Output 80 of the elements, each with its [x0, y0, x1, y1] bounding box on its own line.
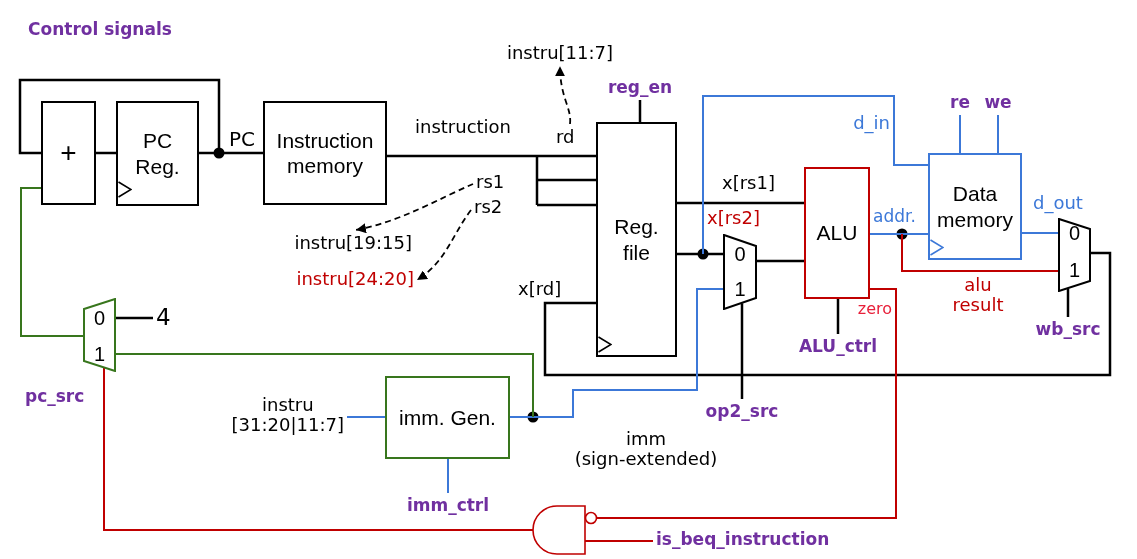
wire	[757, 259, 804, 263]
control-signal-label: pc_src	[25, 387, 85, 407]
dashed-arrow	[555, 65, 572, 125]
wire-label: x[rd]	[518, 279, 562, 300]
wire	[116, 316, 153, 320]
control-signal-label: we	[984, 93, 1012, 113]
wire	[346, 416, 386, 418]
wire	[447, 458, 449, 494]
wire	[702, 95, 929, 255]
multiplexer	[1058, 218, 1091, 292]
multiplexer	[723, 234, 757, 310]
control-signal-label: op2_src	[705, 402, 779, 422]
block-label: +	[60, 136, 77, 170]
constant-label: 4	[156, 305, 171, 331]
wire	[1021, 232, 1059, 234]
port-label: rs1	[476, 172, 505, 193]
input-number: 1	[1068, 259, 1081, 281]
wire	[901, 233, 1059, 272]
wire	[836, 299, 840, 334]
control-signal-label: re	[950, 93, 970, 113]
wire	[20, 187, 84, 337]
input-number: 0	[93, 307, 106, 329]
wire-label: x[rs2]	[707, 208, 760, 229]
adder-box	[41, 101, 96, 205]
memory-box	[928, 153, 1022, 260]
wire-label: x[rs1]	[722, 173, 775, 194]
heading: Control signals	[28, 20, 172, 40]
port-label: rs2	[474, 197, 503, 218]
wire	[901, 233, 929, 235]
wire-label: d_in	[853, 113, 890, 134]
wire	[997, 114, 999, 154]
wire-label: instruction	[415, 117, 512, 138]
input-number: 0	[734, 243, 746, 265]
bit-field-label: instru[19:15]	[294, 233, 412, 254]
wire-label: zero	[857, 300, 892, 318]
generator-box	[385, 376, 510, 459]
block-label: ALU	[816, 220, 858, 246]
register-file-box	[596, 122, 677, 357]
register-box	[116, 101, 199, 206]
control-signal-label: imm_ctrl	[406, 496, 490, 516]
wire	[869, 233, 903, 235]
wire-label: alu result	[952, 275, 1004, 316]
wire	[96, 151, 116, 155]
multiplexer	[83, 298, 116, 372]
block-label: Instruction memory	[276, 127, 374, 179]
wire	[584, 540, 654, 542]
wire	[532, 288, 724, 418]
wire	[18, 78, 221, 155]
wire	[596, 288, 897, 519]
block-label: Reg. file	[614, 214, 659, 265]
bit-field-label: instru [31:20|11:7]	[231, 395, 344, 436]
wire	[509, 416, 534, 418]
alu-box	[804, 167, 870, 299]
input-number: 0	[1068, 222, 1081, 244]
wire	[1066, 288, 1070, 317]
wire	[543, 251, 1112, 377]
wire	[740, 303, 744, 399]
dashed-arrow	[355, 183, 474, 233]
wire	[103, 367, 534, 531]
wire	[677, 201, 804, 205]
control-signal-label: is_beq_instruction	[656, 530, 830, 550]
port-label: rd	[556, 127, 575, 148]
bit-field-label: instru[11:7]	[506, 43, 614, 64]
wire-label: imm (sign-extended)	[574, 429, 718, 470]
wire-label: d_out	[1033, 193, 1083, 214]
wire	[638, 100, 642, 122]
input-number: 1	[93, 343, 106, 365]
wire	[959, 114, 961, 154]
bit-field-label: instru[24:20]	[296, 269, 414, 290]
wire-label: addr.	[873, 207, 916, 227]
input-number: 1	[734, 278, 746, 300]
control-signal-label: ALU_ctrl	[798, 337, 878, 357]
control-signal-label: wb_src	[1035, 320, 1101, 340]
block-label: PC Reg.	[135, 128, 180, 179]
wire	[115, 353, 534, 418]
block-label: imm. Gen.	[399, 404, 496, 431]
block-label: Data memory	[937, 181, 1013, 232]
memory-box	[263, 101, 387, 205]
dashed-arrow	[416, 209, 472, 281]
control-signal-label: reg_en	[607, 78, 673, 98]
